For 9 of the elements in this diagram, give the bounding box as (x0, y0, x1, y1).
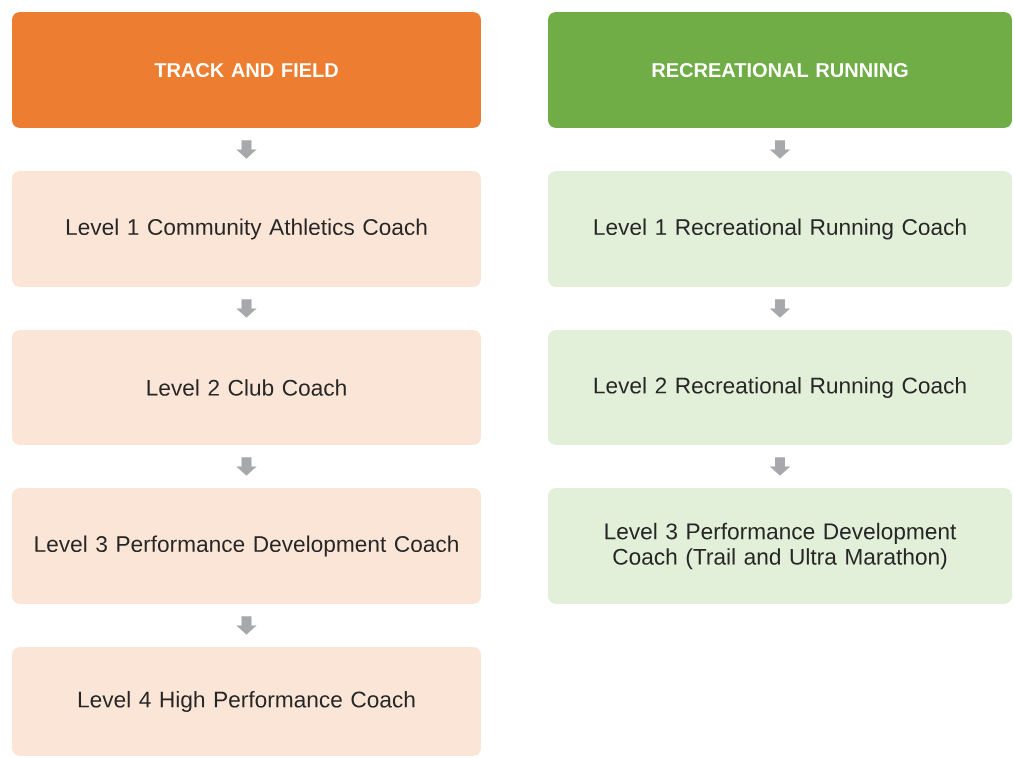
header-box: TRACK AND FIELD (12, 12, 481, 128)
level-box: Level 3 Performance Development Coach (12, 488, 481, 604)
level-box: Level 1 Community Athletics Coach (12, 171, 481, 287)
header-box: RECREATIONAL RUNNING (548, 12, 1012, 128)
level-box: Level 1 Recreational Running Coach (548, 171, 1012, 287)
level-box: Level 4 High Performance Coach (12, 647, 481, 756)
level-box: Level 2 Club Coach (12, 330, 481, 445)
level-box: Level 2 Recreational Running Coach (548, 330, 1012, 445)
level-box: Level 3 Performance Development Coach (Trail and Ultra Marathon) (548, 488, 1012, 604)
